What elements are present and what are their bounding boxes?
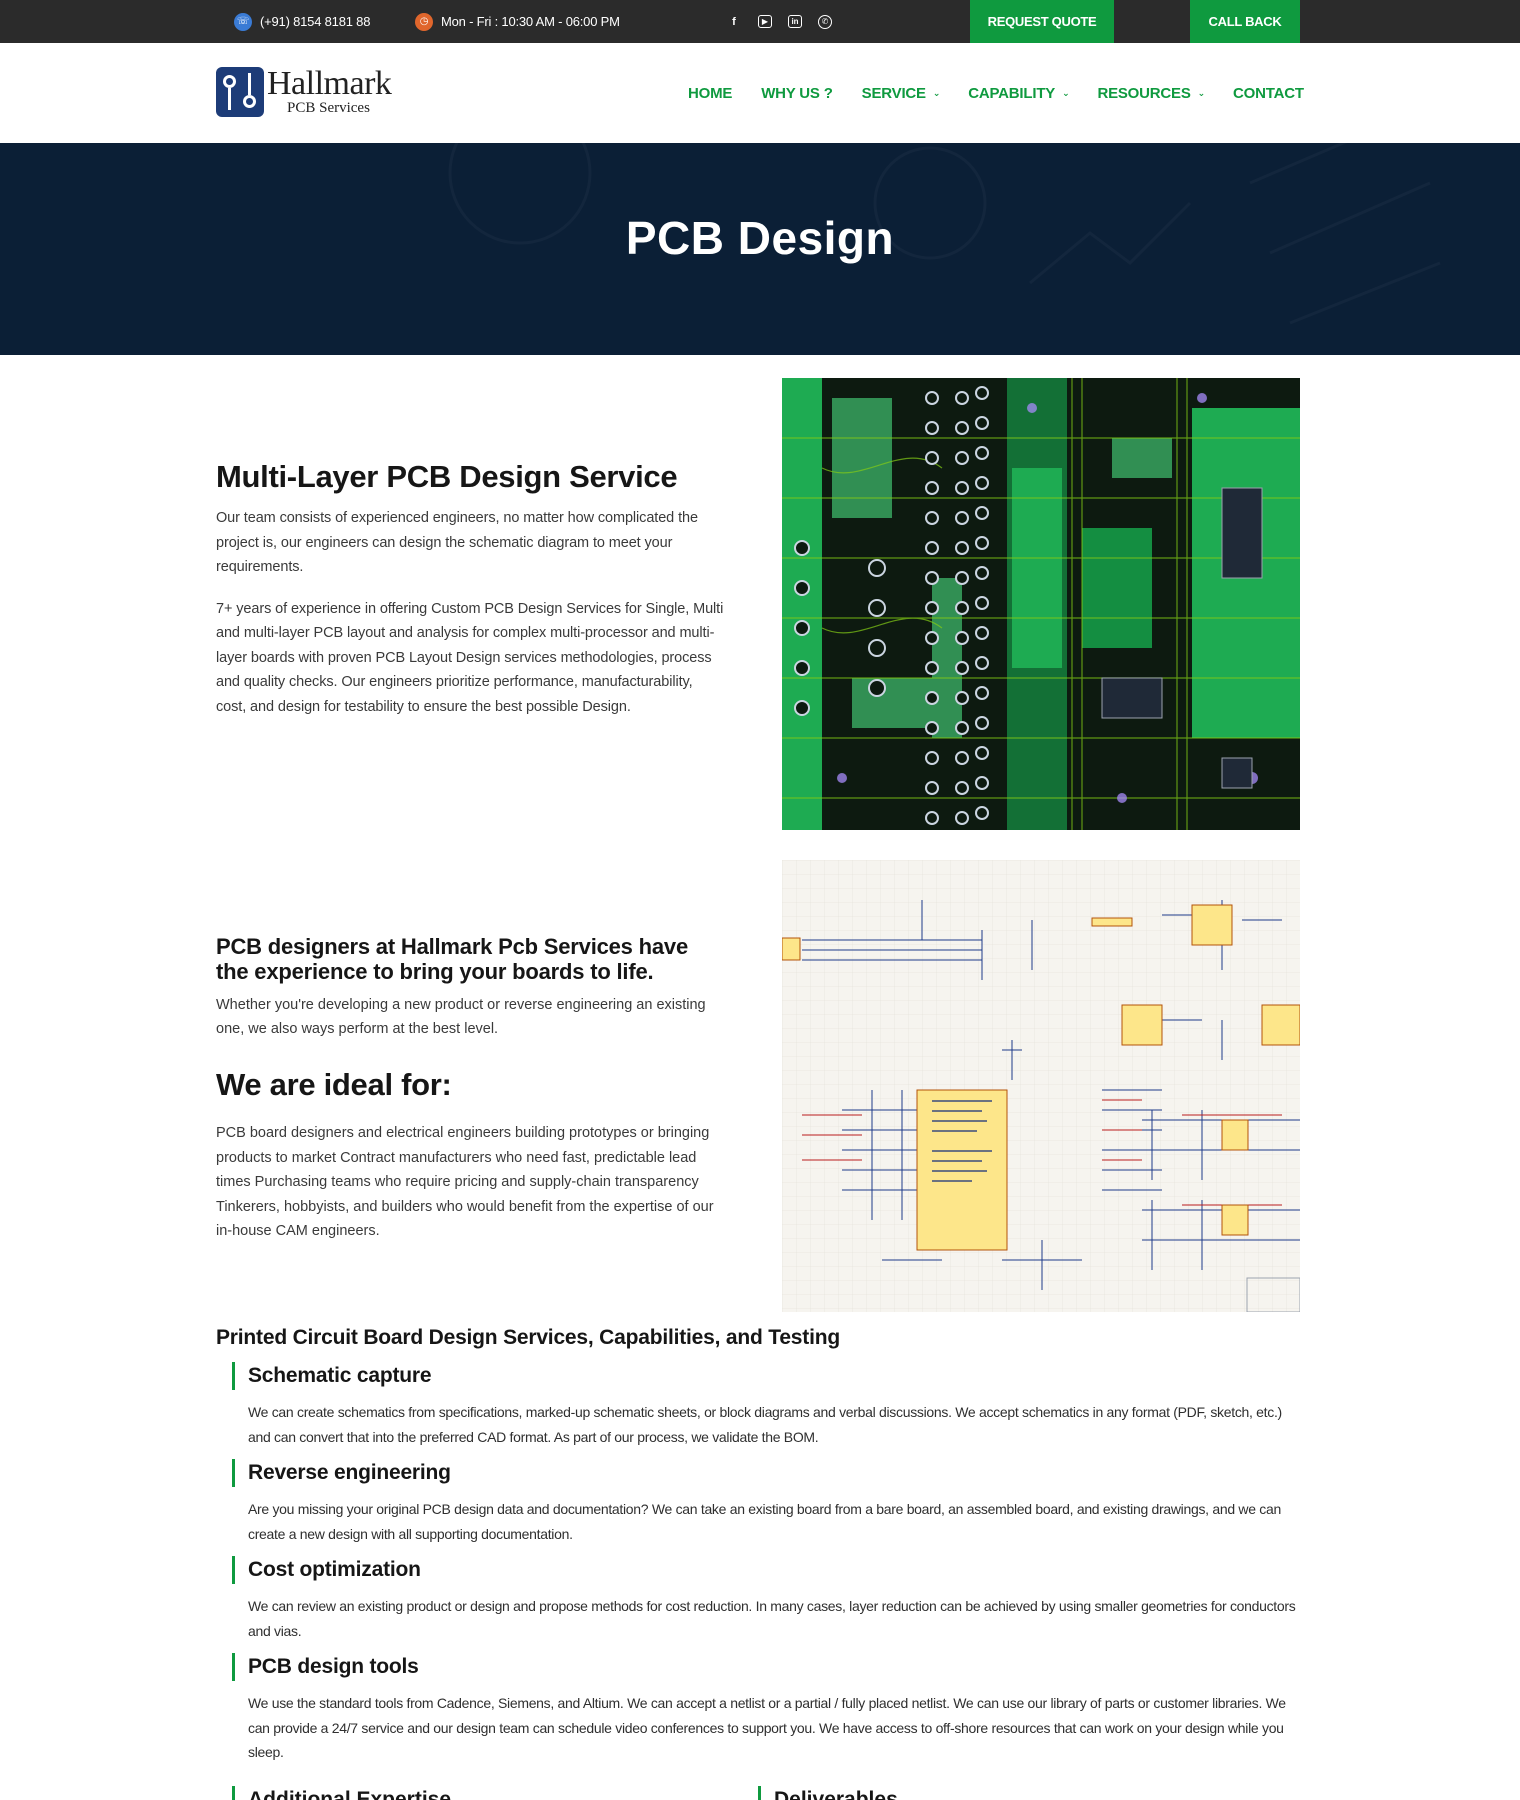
experience-section: PCB designers at Hallmark Pcb Services h… <box>216 934 726 1244</box>
request-quote-button[interactable]: REQUEST QUOTE <box>970 0 1114 43</box>
section-heading: PCB designers at Hallmark Pcb Services h… <box>216 934 688 984</box>
topbar-hours: ◷ Mon - Fri : 10:30 AM - 06:00 PM <box>415 0 620 43</box>
service-description: We use the standard tools from Cadence, … <box>248 1695 1286 1760</box>
logo-icon <box>216 67 264 117</box>
service-item: Reverse engineering Are you missing your… <box>232 1459 1306 1546</box>
services-continued: Additional Expertise Deliverables <box>232 1786 1302 1800</box>
site-header: Hallmark PCB Services HOME WHY US ? SERV… <box>0 43 1520 143</box>
service-title: PCB design tools <box>232 1653 1306 1681</box>
section-heading: Multi-Layer PCB Design Service <box>216 459 678 494</box>
multilayer-section: Multi-Layer PCB Design Service Our team … <box>216 458 726 719</box>
chevron-down-icon: ⌄ <box>1197 87 1206 98</box>
page-title: PCB Design <box>625 212 895 264</box>
services-heading: Printed Circuit Board Design Services, C… <box>216 1326 840 1349</box>
service-title: Additional Expertise <box>232 1786 451 1800</box>
schematic-image <box>782 860 1300 1312</box>
service-description: We can review an existing product or des… <box>248 1598 1296 1639</box>
section-paragraph: Our team consists of experienced enginee… <box>216 510 698 575</box>
service-item: Schematic capture We can create schemati… <box>232 1362 1306 1449</box>
service-title: Cost optimization <box>232 1556 1306 1584</box>
ideal-for-heading: We are ideal for: <box>216 1067 452 1102</box>
main-nav: HOME WHY US ? SERVICE⌄ CAPABILITY⌄ RESOU… <box>688 43 1304 143</box>
nav-why-us[interactable]: WHY US ? <box>761 84 833 102</box>
pcb-layout-image <box>782 378 1300 830</box>
ideal-for-paragraph: PCB board designers and electrical engin… <box>216 1125 714 1239</box>
service-description: Are you missing your original PCB design… <box>248 1501 1281 1542</box>
topbar-phone[interactable]: ☏ (+91) 8154 8181 88 <box>234 0 370 43</box>
logo-name: Hallmark <box>267 65 392 102</box>
nav-home[interactable]: HOME <box>688 84 733 102</box>
nav-contact[interactable]: CONTACT <box>1233 84 1304 102</box>
service-title: Reverse engineering <box>232 1459 1306 1487</box>
business-hours: Mon - Fri : 10:30 AM - 06:00 PM <box>441 14 620 29</box>
page-hero: PCB Design <box>0 143 1520 355</box>
youtube-icon[interactable]: ▶ <box>758 15 772 28</box>
nav-resources[interactable]: RESOURCES⌄ <box>1097 84 1206 102</box>
services-section: Printed Circuit Board Design Services, C… <box>216 1326 1306 1765</box>
social-links: f ▶ in ✆ <box>726 0 832 43</box>
chevron-down-icon: ⌄ <box>932 87 941 98</box>
phone-icon: ☏ <box>234 12 252 31</box>
service-item: PCB design tools We use the standard too… <box>232 1653 1306 1765</box>
phone-number: (+91) 8154 8181 88 <box>260 14 371 29</box>
nav-capability[interactable]: CAPABILITY⌄ <box>968 84 1070 102</box>
whatsapp-icon[interactable]: ✆ <box>818 14 832 29</box>
section-paragraph: Whether you're developing a new product … <box>216 997 706 1037</box>
top-bar: ☏ (+91) 8154 8181 88 ◷ Mon - Fri : 10:30… <box>0 0 1520 43</box>
logo-tagline: PCB Services <box>287 100 370 116</box>
chevron-down-icon: ⌄ <box>1062 87 1070 98</box>
call-back-button[interactable]: CALL BACK <box>1190 0 1300 43</box>
clock-icon: ◷ <box>415 12 433 31</box>
service-item: Cost optimization We can review an exist… <box>232 1556 1306 1643</box>
nav-service[interactable]: SERVICE⌄ <box>861 84 941 102</box>
facebook-icon[interactable]: f <box>732 15 736 28</box>
service-title: Schematic capture <box>232 1362 1306 1390</box>
site-logo[interactable]: Hallmark PCB Services <box>216 65 392 117</box>
linkedin-icon[interactable]: in <box>788 15 802 28</box>
service-title: Deliverables <box>758 1786 898 1800</box>
section-paragraph: 7+ years of experience in offering Custo… <box>216 600 724 715</box>
service-description: We can create schematics from specificat… <box>248 1404 1282 1445</box>
